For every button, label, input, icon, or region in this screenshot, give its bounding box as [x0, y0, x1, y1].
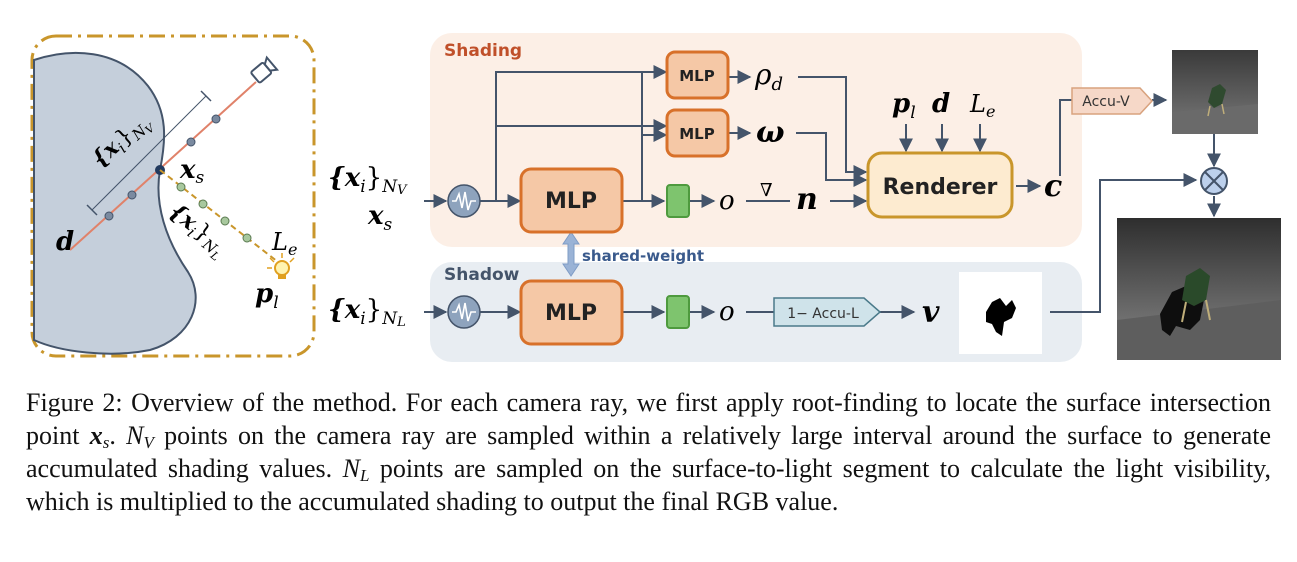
omega-symbol: ω	[756, 115, 785, 150]
ray-sample-point	[127, 190, 137, 200]
svg-text:1− Accu-L: 1− Accu-L	[787, 306, 859, 322]
final-render-image	[1117, 218, 1281, 360]
pl-input: pl	[892, 89, 916, 123]
range-tick	[86, 204, 98, 216]
left-xs-label: xs	[179, 155, 205, 188]
svg-text:MLP: MLP	[679, 67, 714, 85]
v-symbol: v	[922, 295, 940, 330]
shading-render-image	[1172, 50, 1258, 134]
surface-shape	[33, 51, 197, 355]
left-d-label: d	[56, 227, 74, 257]
o-symbol: o	[719, 186, 735, 216]
ray-sample-point	[104, 211, 114, 221]
rho-d-symbol: ρd	[754, 58, 783, 95]
density-block	[666, 295, 690, 329]
c-symbol: c	[1044, 169, 1062, 204]
svg-text:MLP: MLP	[545, 301, 597, 326]
left-le-label: Le	[271, 228, 297, 259]
mlp-omega-block: MLP	[665, 108, 730, 158]
figure-caption: Figure 2: Overview of the method. For ea…	[26, 388, 1272, 516]
le-input: Le	[969, 90, 995, 121]
input-xs: xs	[367, 201, 393, 235]
accu-l-block: 1− Accu-L	[773, 297, 882, 327]
light-sample-point	[220, 216, 230, 226]
input-xi-nl: {xi}NL	[328, 295, 406, 330]
svg-text:MLP: MLP	[545, 189, 597, 214]
ray-sample-point	[186, 137, 196, 147]
shared-weight-arrow	[562, 231, 580, 277]
positional-encoding-icon	[447, 184, 481, 218]
shadow-panel-label: Shadow	[444, 265, 520, 285]
svg-text:Renderer: Renderer	[883, 175, 998, 200]
light-sample-point	[198, 199, 208, 209]
density-block	[666, 184, 690, 218]
n-symbol: n	[796, 182, 818, 217]
svg-text:Accu-V: Accu-V	[1082, 94, 1130, 110]
light-sample-point	[176, 182, 186, 192]
range-bracket	[91, 95, 207, 211]
o-shadow-symbol: o	[719, 297, 735, 327]
left-pl-label: pl	[255, 279, 279, 313]
input-xi-nv: {xi}NV	[328, 163, 408, 198]
light-sample-point	[242, 233, 252, 243]
mlp-main-shadow-block: MLP	[519, 279, 624, 346]
accu-v-block: Accu-V	[1071, 87, 1154, 115]
shading-arrows	[424, 65, 1221, 218]
shadow-arrows	[424, 173, 1198, 319]
mlp-main-shading-block: MLP	[519, 167, 624, 234]
method-overview-figure: {xi}NV xs d {xi}NL Le pl Shading Shadow …	[30, 33, 1281, 362]
nabla-symbol: ∇	[760, 180, 773, 201]
d-input: d	[932, 89, 950, 119]
positional-encoding-icon	[447, 295, 481, 329]
ray-sample-point	[211, 114, 221, 124]
light-bulb-icon	[267, 253, 295, 279]
camera-icon	[250, 55, 280, 84]
svg-text:MLP: MLP	[679, 125, 714, 143]
range-tick	[200, 90, 212, 102]
visibility-mask-image	[959, 272, 1042, 354]
shared-weight-label: shared-weight	[582, 247, 704, 265]
mlp-rho-block: MLP	[665, 50, 730, 100]
left-illustration: {xi}NV xs d {xi}NL Le pl	[30, 34, 316, 358]
renderer-block: Renderer	[866, 151, 1014, 219]
shading-panel-label: Shading	[444, 41, 522, 61]
multiply-node	[1200, 167, 1228, 195]
dashed-frame	[30, 34, 316, 358]
